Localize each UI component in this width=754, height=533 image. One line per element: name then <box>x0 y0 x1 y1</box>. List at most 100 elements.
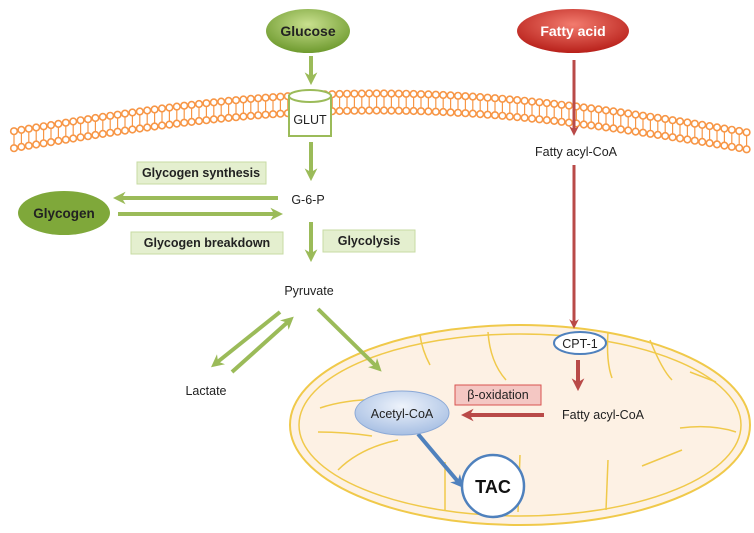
glycogen-label: Glycogen <box>33 206 95 221</box>
lipid-head <box>616 108 625 117</box>
lipid-head <box>39 139 48 148</box>
lipid-head <box>350 89 359 98</box>
lipid-head <box>394 106 403 115</box>
lipid-head <box>564 101 574 110</box>
lipid-head <box>187 117 196 126</box>
lipid-head <box>387 89 396 98</box>
fatty-acyl-coa-cytosol: Fatty acyl-CoA <box>535 145 618 159</box>
lipid-head <box>69 134 78 143</box>
lipid-head <box>498 94 507 103</box>
lipid-head <box>128 108 137 117</box>
lactate-label: Lactate <box>185 384 226 398</box>
lipid-head <box>416 107 426 116</box>
lipid-head <box>231 96 241 105</box>
lipid-head <box>202 99 211 108</box>
lipid-head <box>32 140 41 149</box>
lipid-head <box>150 105 159 114</box>
lipid-head <box>483 93 492 102</box>
lipid-head <box>54 119 63 128</box>
lipid-head <box>424 107 433 116</box>
lipid-head <box>705 139 714 148</box>
lipid-head <box>431 90 440 99</box>
lipid-head <box>557 100 566 109</box>
lipid-head <box>490 94 500 103</box>
lipid-head <box>735 126 744 136</box>
lipid-head <box>668 116 677 125</box>
glucose-node: Glucose <box>266 9 350 53</box>
lipid-head <box>91 113 100 123</box>
lipid-head <box>675 134 685 143</box>
lipid-head <box>431 107 440 116</box>
arrow-acetylcoa-to-tac <box>416 432 464 488</box>
lipid-head <box>513 112 522 122</box>
lipid-head <box>409 106 418 116</box>
lipid-head <box>705 121 714 131</box>
glucose-label: Glucose <box>280 23 335 39</box>
lipid-head <box>638 128 648 137</box>
lipid-head <box>394 89 403 98</box>
lipid-head <box>594 105 603 114</box>
lipid-head <box>453 91 463 100</box>
lipid-head <box>342 106 352 115</box>
lipid-head <box>261 93 270 102</box>
lipid-head <box>609 107 618 116</box>
arrow-pyruvate-to-acetylcoa <box>316 307 382 372</box>
lipid-head <box>365 89 374 98</box>
lipid-head <box>646 112 655 121</box>
lipid-head <box>143 106 152 115</box>
lipid-head <box>698 137 707 146</box>
lipid-head <box>446 91 455 100</box>
lipid-head <box>542 98 551 108</box>
lipid-head <box>535 115 544 124</box>
lipid-head <box>172 102 181 111</box>
lipid-head <box>32 123 41 132</box>
lipid-head <box>439 90 448 100</box>
lipid-head <box>180 118 189 127</box>
lipid-head <box>224 96 233 105</box>
lipid-head <box>135 124 144 133</box>
lipid-head <box>83 132 93 141</box>
lipid-head <box>594 122 603 131</box>
lipid-head <box>61 118 70 127</box>
lipid-head <box>98 112 107 121</box>
lipid-head <box>372 106 381 115</box>
lipid-head <box>483 110 492 119</box>
lipid-head <box>157 121 167 130</box>
fatty-acyl-coa-mitochondria: Fatty acyl-CoA <box>562 408 645 422</box>
lipid-head <box>83 115 93 124</box>
tac-label: TAC <box>475 477 511 497</box>
lipid-head <box>690 119 699 128</box>
pyruvate-label: Pyruvate <box>284 284 333 298</box>
fatty-acid-label: Fatty acid <box>540 23 605 39</box>
lipid-head <box>542 115 551 125</box>
lipid-head <box>720 124 729 133</box>
lipid-head <box>120 109 130 118</box>
lipid-head <box>535 98 544 107</box>
glycogen-breakdown-box: Glycogen breakdown <box>130 231 284 255</box>
lipid-head <box>246 94 255 103</box>
lipid-head <box>587 104 596 113</box>
lipid-head <box>76 116 85 125</box>
lipid-head <box>564 118 574 127</box>
lipid-head <box>468 92 477 101</box>
glucose-arrows <box>112 56 382 374</box>
lipid-head <box>276 109 285 118</box>
lipid-head <box>365 106 374 115</box>
lipid-head <box>69 117 78 126</box>
mitochondrion <box>289 324 751 526</box>
glycogen-synthesis-box: Glycogen synthesis <box>136 161 267 185</box>
lipid-head <box>683 135 692 144</box>
lipid-head <box>157 104 167 113</box>
lipid-head <box>150 122 159 131</box>
lipid-head <box>91 130 100 140</box>
lipid-head <box>520 113 529 122</box>
lipid-head <box>453 108 463 117</box>
lipid-head <box>446 108 455 117</box>
lipid-head <box>690 136 699 145</box>
lipid-head <box>742 128 751 137</box>
lipid-head <box>254 111 263 120</box>
lipid-head <box>631 127 640 136</box>
glut-label: GLUT <box>293 113 327 127</box>
lipid-head <box>135 107 144 116</box>
